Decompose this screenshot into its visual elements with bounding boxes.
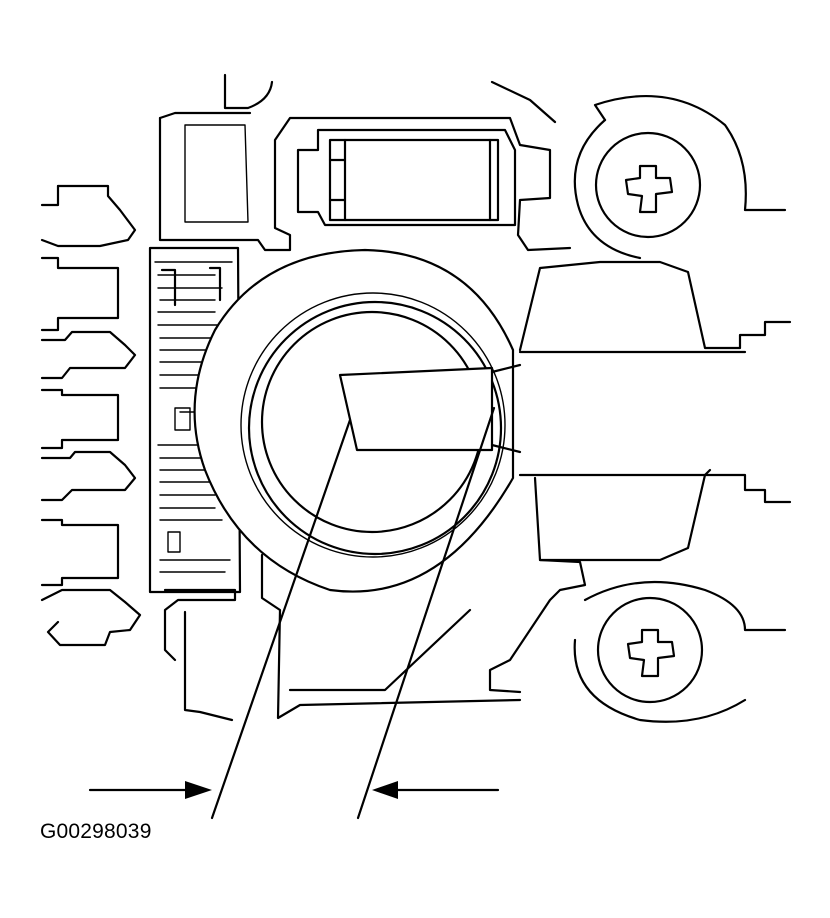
plunger-tool (338, 363, 522, 454)
left-arrow-icon (88, 781, 212, 799)
lower-right-bolt-boss (573, 580, 787, 723)
upper-housing (158, 73, 572, 252)
lower-housing (183, 553, 522, 722)
right-arrow-icon (372, 781, 500, 799)
upper-valve-block (296, 128, 517, 227)
leader-lines (210, 406, 496, 820)
lower-bolt-head-icon (626, 628, 676, 678)
left-plate-details (40, 184, 142, 647)
upper-bolt-head-icon (624, 164, 674, 214)
left-spool-bore (148, 246, 242, 662)
figure-id-label: G00298039 (40, 820, 152, 843)
upper-right-bolt-boss (573, 95, 787, 260)
right-housing (488, 260, 792, 694)
